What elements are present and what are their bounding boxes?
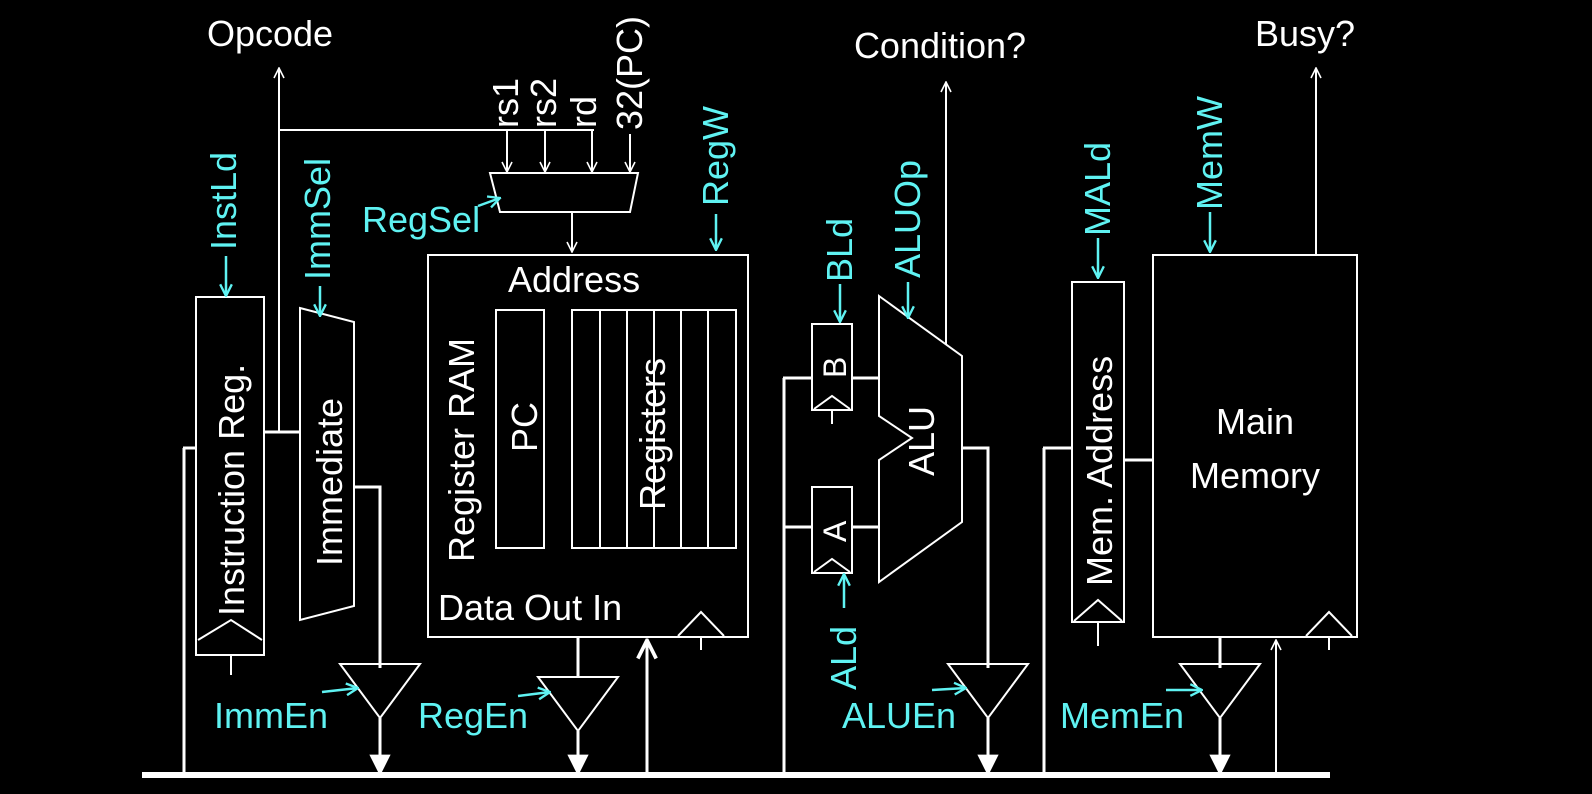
register-ram-box (427, 254, 749, 638)
rd-label: rd (563, 96, 604, 128)
instruction-reg-clock-icon (197, 618, 263, 641)
instruction-reg-label: Instruction Reg. (211, 364, 252, 616)
alu-label: ALU (901, 406, 942, 476)
aluop-label: ALUOp (887, 160, 928, 278)
alu-unit (878, 294, 963, 584)
opcode-label: Opcode (207, 13, 333, 54)
immen-control-arrow (321, 688, 358, 692)
immediate-to-tristate-wire (354, 485, 382, 668)
regen-tristate (536, 676, 620, 733)
main-memory-label-line2: Memory (1190, 455, 1320, 496)
regen-control-arrow (517, 692, 550, 696)
main-memory-box (1152, 254, 1358, 638)
immediate-unit (299, 306, 355, 622)
immen-tristate (338, 663, 422, 720)
main-memory-clock-icon (1305, 610, 1353, 637)
regsel-mux (488, 172, 640, 213)
ald-label: ALd (823, 626, 864, 690)
b-reg-clock-icon (813, 394, 851, 410)
regen-label: RegEn (418, 695, 528, 736)
mem-address-label: Mem. Address (1079, 356, 1120, 586)
instld-label: InstLd (203, 152, 244, 250)
condition-label: Condition? (854, 25, 1026, 66)
immen-label: ImmEn (214, 695, 328, 736)
main-memory-label-line1: Main (1216, 401, 1294, 442)
aluen-label: ALUEn (842, 695, 956, 736)
mald-label: MALd (1077, 142, 1118, 236)
pc-label: PC (504, 402, 545, 452)
registers-label: Registers (632, 358, 673, 510)
aluen-control-arrow (931, 688, 966, 690)
memw-label: MemW (1189, 96, 1230, 210)
immediate-label: Immediate (309, 398, 350, 566)
mem-address-clock-icon (1073, 598, 1123, 622)
rs1-label: rs1 (485, 78, 526, 128)
immsel-label: ImmSel (297, 158, 338, 280)
register-ram-clock-icon (677, 610, 725, 637)
alu-to-tristate-wire (962, 446, 990, 668)
regsel-label: RegSel (362, 199, 480, 240)
regw-label: RegW (695, 106, 736, 206)
a-reg-label: A (817, 520, 853, 542)
aluen-tristate (946, 663, 1030, 720)
pc32-label: 32(PC) (609, 16, 650, 130)
regsel-control-arrow (477, 198, 500, 206)
address-label: Address (508, 259, 640, 300)
a-reg-box (811, 486, 853, 574)
memen-label: MemEn (1060, 695, 1184, 736)
a-reg-clock-icon (813, 557, 851, 573)
busy-label: Busy? (1255, 13, 1355, 54)
data-out-in-label: Data Out In (438, 587, 622, 628)
b-reg-label: B (817, 357, 853, 378)
bld-label: BLd (819, 218, 860, 282)
pc-box (495, 309, 545, 549)
rs2-label: rs2 (523, 78, 564, 128)
register-ram-label: Register RAM (441, 338, 482, 562)
